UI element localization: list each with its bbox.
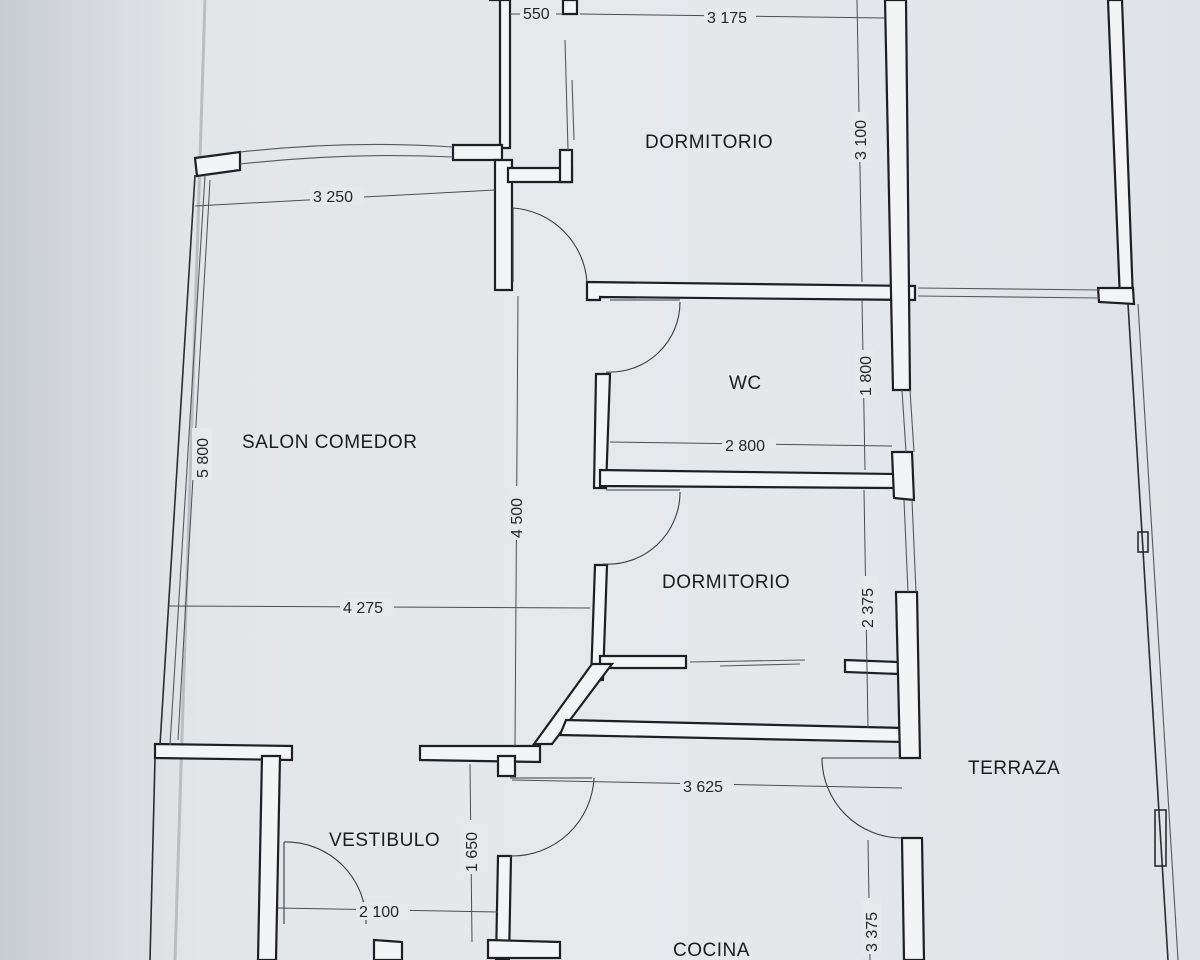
dim-label-3375: 3 375 xyxy=(864,912,881,952)
dim-label-550: 550 xyxy=(523,6,550,23)
room-label-dormitorio-top: DORMITORIO xyxy=(645,132,773,153)
glazing-and-thin-walls xyxy=(149,39,1179,960)
room-label-salon-comedor: SALON COMEDOR xyxy=(242,432,417,453)
dim-label-3175: 3 175 xyxy=(707,10,747,27)
dim-label-3625: 3 625 xyxy=(683,779,723,796)
room-label-vestibulo: VESTIBULO xyxy=(329,830,440,851)
dim-label-5800: 5 800 xyxy=(195,438,212,478)
dim-label-1800: 1 800 xyxy=(858,356,875,396)
dim-label-4275: 4 275 xyxy=(343,600,383,617)
dim-label-2375: 2 375 xyxy=(860,588,877,628)
dim-label-3100: 3 100 xyxy=(853,120,870,160)
dim-label-4500: 4 500 xyxy=(509,498,526,538)
dimension-labels: 550 3 175 3 100 3 250 1 800 2 800 5 800 … xyxy=(192,4,881,954)
walls xyxy=(153,0,1136,960)
room-label-wc: WC xyxy=(729,373,762,394)
room-label-cocina: COCINA xyxy=(673,940,750,960)
room-labels: DORMITORIO SALON COMEDOR WC DORMITORIO T… xyxy=(242,132,1060,960)
doors xyxy=(283,207,903,925)
room-label-terraza: TERRAZA xyxy=(968,758,1060,779)
dim-label-3250: 3 250 xyxy=(313,189,353,206)
dim-label-2100: 2 100 xyxy=(359,904,399,921)
dim-label-2800: 2 800 xyxy=(725,438,765,455)
room-label-dormitorio-mid: DORMITORIO xyxy=(662,572,790,593)
dim-label-1650: 1 650 xyxy=(464,832,481,872)
